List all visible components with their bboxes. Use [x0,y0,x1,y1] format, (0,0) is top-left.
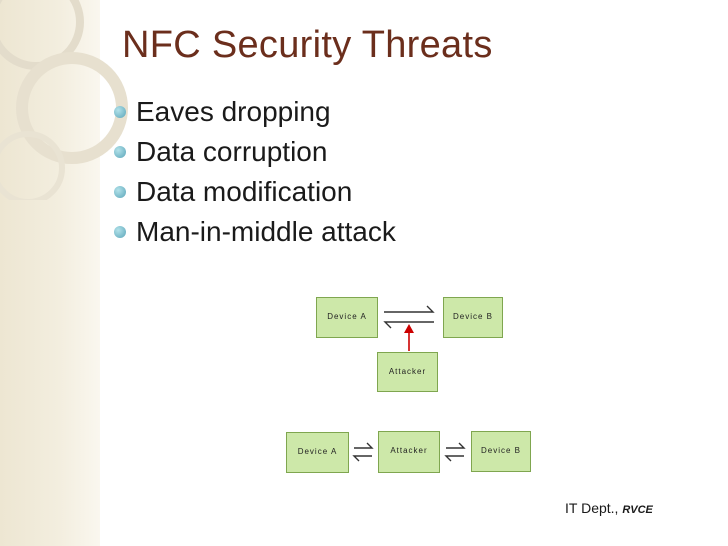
right-arrows-icon [444,442,466,462]
bullet-icon [114,106,126,118]
bullet-text: Eaves dropping [136,96,331,127]
bullet-item: Eaves dropping [112,92,396,132]
device-b-box: Device B [471,431,531,472]
decorative-left-band [0,0,100,546]
bullet-list: Eaves dropping Data corruption Data modi… [112,92,396,252]
bullet-item: Man-in-middle attack [112,212,396,252]
footer: IT Dept., RVCE [565,500,653,516]
bullet-item: Data corruption [112,132,396,172]
device-a-box: Device A [316,297,378,338]
device-a-box: Device A [286,432,349,473]
bullet-item: Data modification [112,172,396,212]
slide-title: NFC Security Threats [122,24,493,66]
bullet-text: Man-in-middle attack [136,216,396,247]
left-arrows-icon [352,442,374,462]
device-b-box: Device B [443,297,503,338]
eavesdrop-arrow-icon [404,324,414,351]
attacker-box: Attacker [378,431,440,473]
attacker-box: Attacker [377,352,438,392]
footer-text: IT Dept., [565,500,619,516]
bullet-icon [114,186,126,198]
bullet-text: Data corruption [136,136,328,167]
bidirectional-arrow-icon [383,305,435,329]
bullet-icon [114,146,126,158]
bullet-icon [114,226,126,238]
footer-emphasis: RVCE [622,504,653,516]
bullet-text: Data modification [136,176,353,207]
